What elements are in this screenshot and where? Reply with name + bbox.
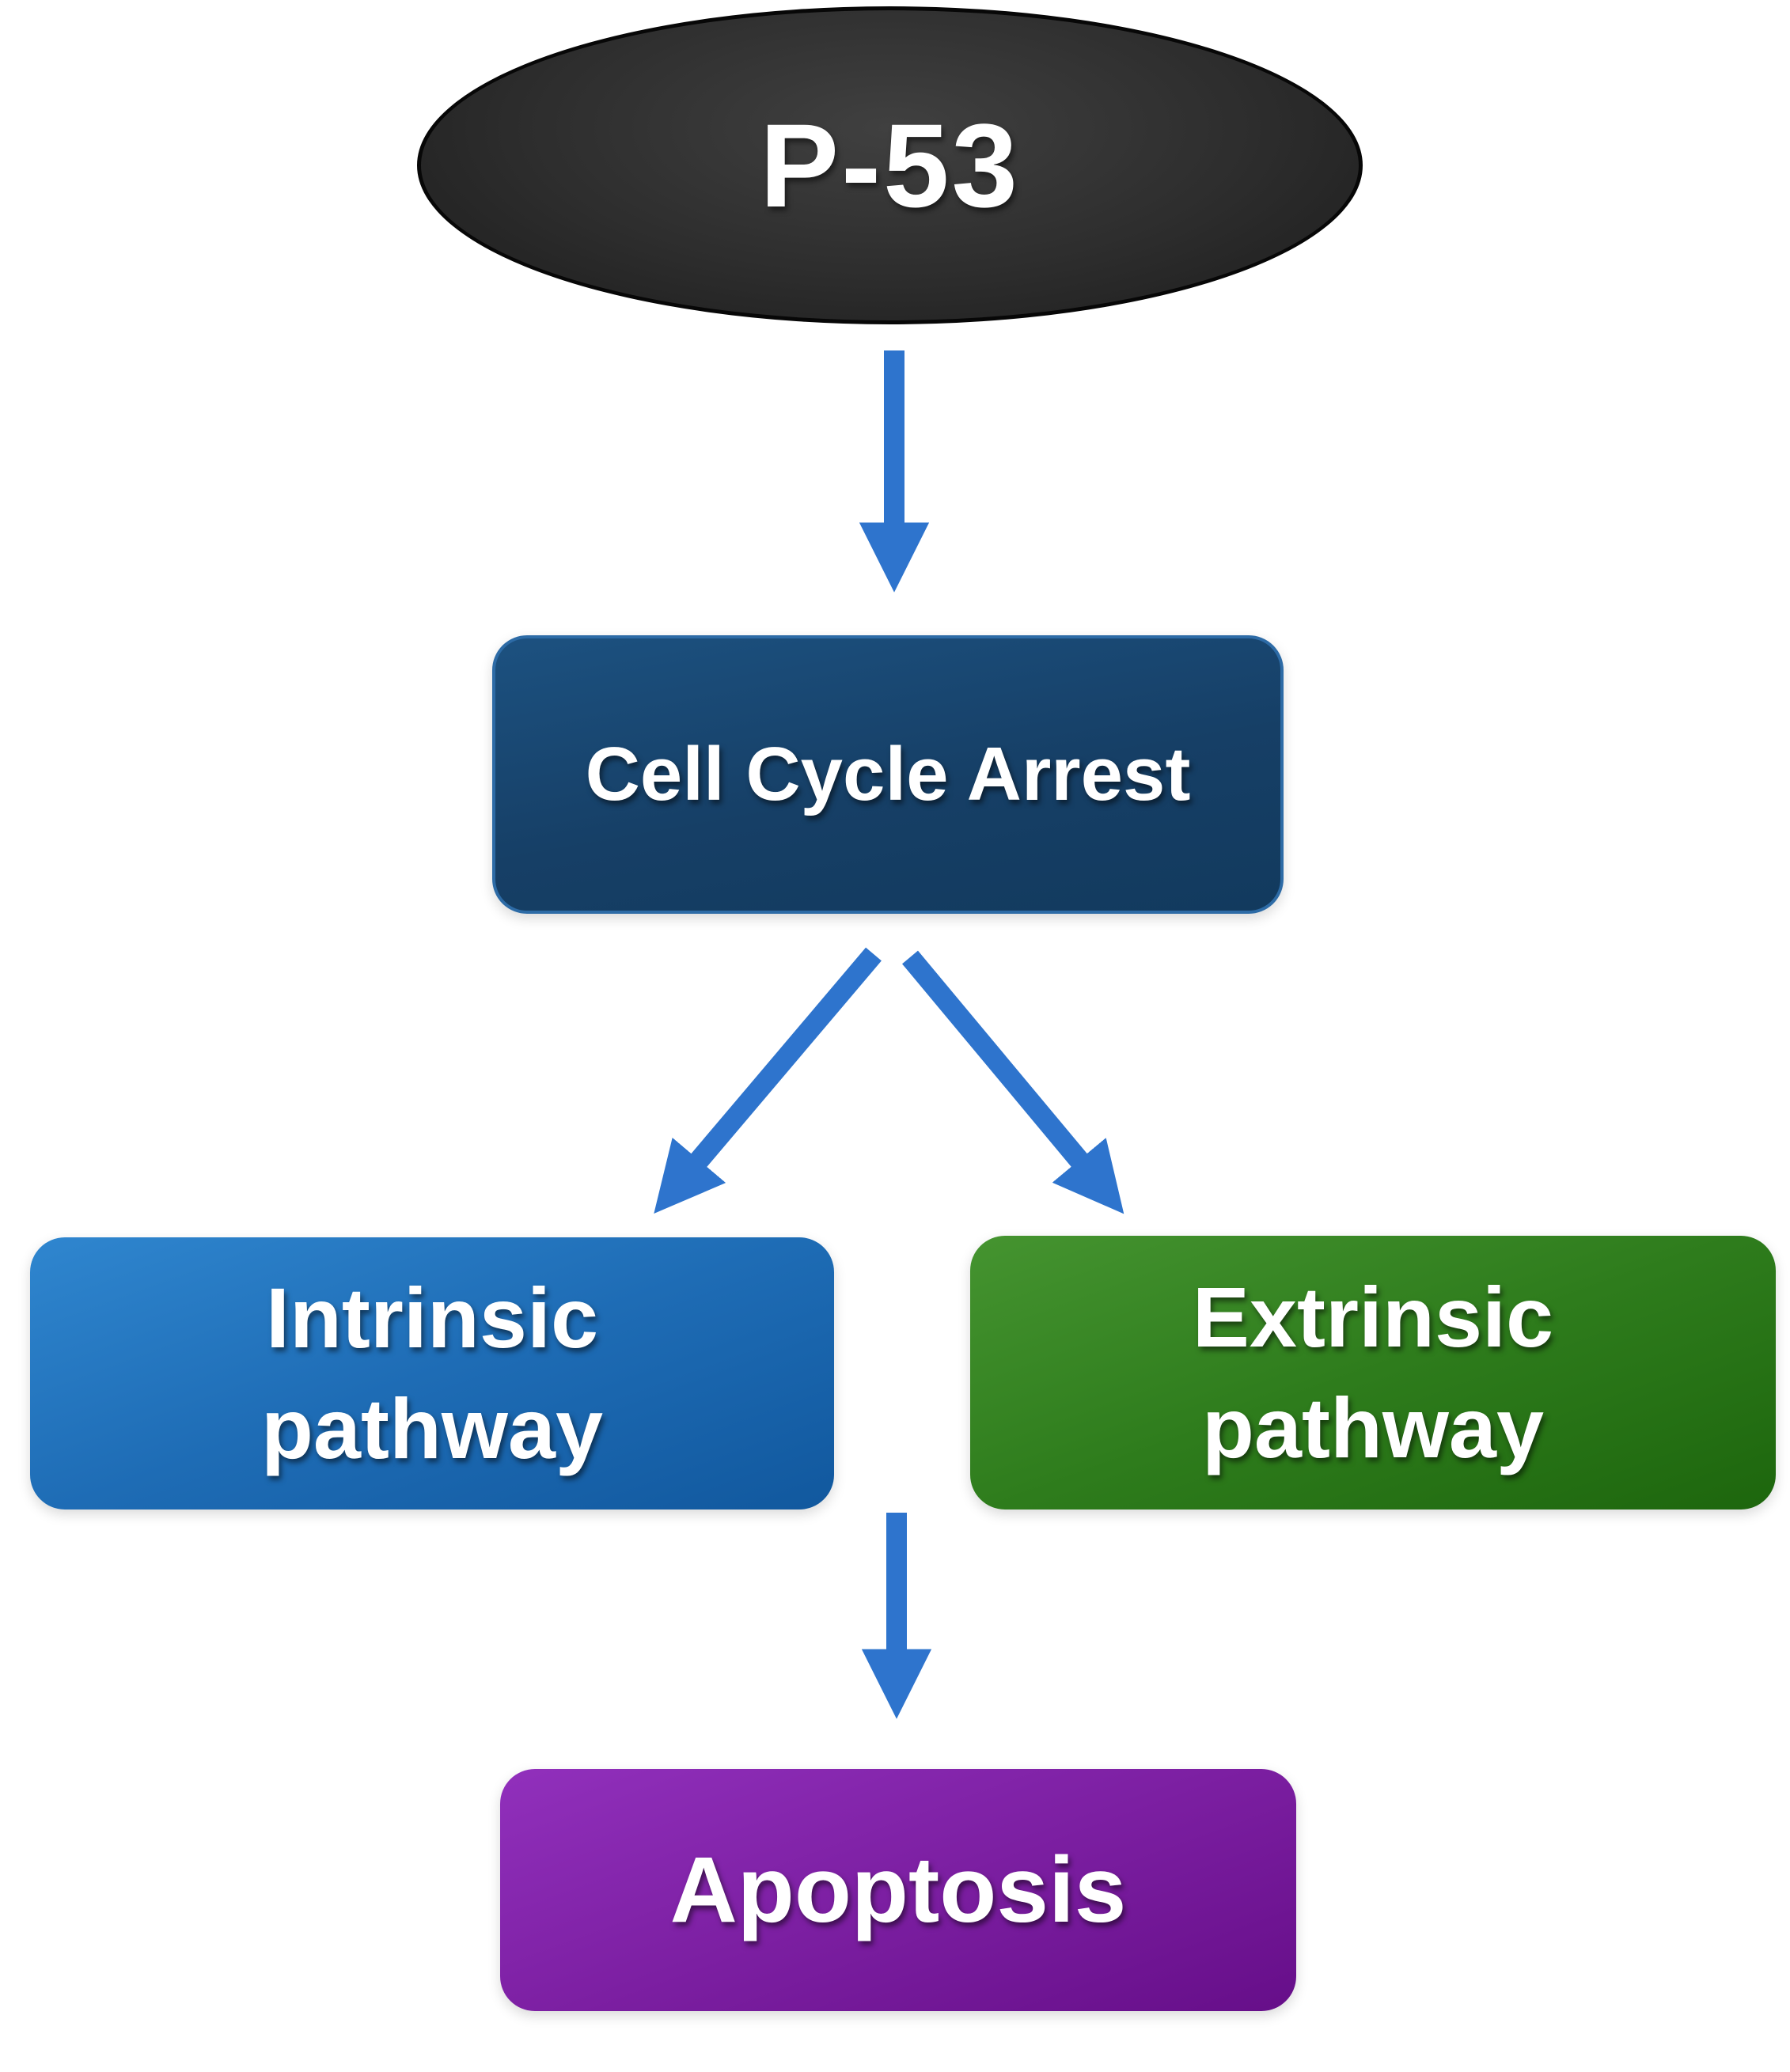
node-p53-label: P-53	[760, 98, 1020, 232]
node-intrinsic-pathway-label-line2: pathway	[260, 1381, 604, 1476]
node-apoptosis-label: Apoptosis	[669, 1838, 1127, 1942]
node-p53: P-53	[417, 6, 1363, 324]
node-cell-cycle-arrest: Cell Cycle Arrest	[492, 635, 1284, 914]
arrow-cell-cycle-arrest-to-intrinsic	[654, 947, 882, 1214]
node-extrinsic-pathway-label-line2: pathway	[1201, 1380, 1545, 1475]
node-extrinsic-pathway: Extrinsic pathway	[970, 1236, 1776, 1509]
arrow-cell-cycle-arrest-to-extrinsic	[902, 950, 1124, 1214]
node-intrinsic-pathway-label-line1: Intrinsic	[265, 1269, 599, 1366]
node-intrinsic-pathway: Intrinsic pathway	[30, 1237, 834, 1509]
node-cell-cycle-arrest-label: Cell Cycle Arrest	[585, 732, 1191, 816]
node-apoptosis: Apoptosis	[500, 1769, 1296, 2011]
node-extrinsic-pathway-label-line1: Extrinsic	[1192, 1268, 1554, 1365]
